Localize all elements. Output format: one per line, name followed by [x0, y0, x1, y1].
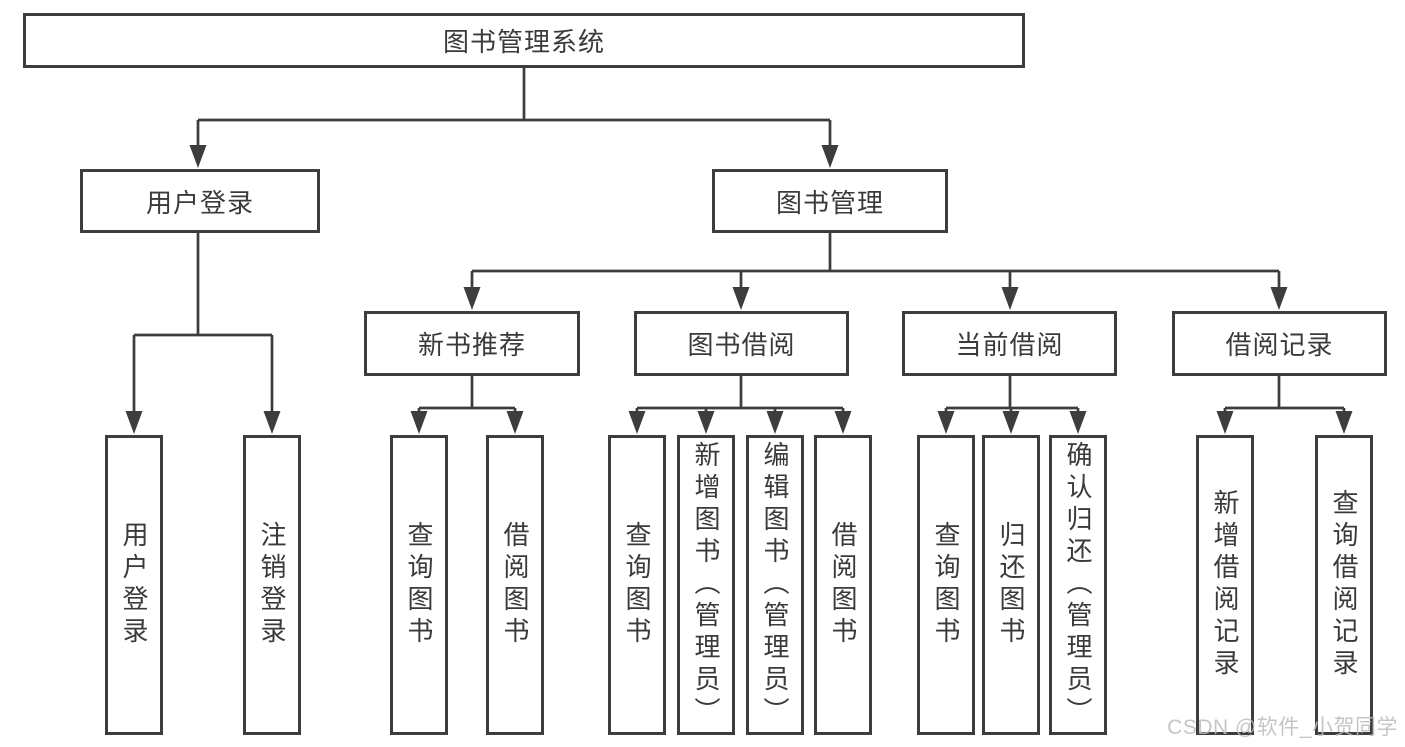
leaf-query-books-recommend-label: 查询图书	[404, 521, 434, 649]
leaf-add-book-admin-label: 新增图书（管理员）	[691, 441, 721, 729]
node-root-label: 图书管理系统	[442, 27, 605, 57]
leaf-borrow-books-borrowing-label: 借阅图书	[828, 521, 858, 649]
leaf-add-book-admin: 新增图书（管理员）	[677, 435, 735, 735]
node-borrowing-records: 借阅记录	[1172, 311, 1387, 376]
node-user-login: 用户登录	[80, 169, 320, 233]
node-book-management-label: 图书管理	[775, 187, 884, 218]
leaf-borrow-books-borrowing: 借阅图书	[814, 435, 872, 735]
node-user-login-label: 用户登录	[145, 187, 254, 218]
csdn-watermark: CSDN @软件_小贺同学	[1167, 716, 1398, 739]
leaf-query-books-recommend: 查询图书	[390, 435, 448, 735]
leaf-query-books-current-label: 查询图书	[931, 521, 961, 649]
leaf-query-books-borrowing-label: 查询图书	[622, 521, 652, 649]
leaf-borrow-books-recommend: 借阅图书	[486, 435, 544, 735]
leaf-query-borrow-record: 查询借阅记录	[1315, 435, 1373, 735]
leaf-add-borrow-record-label: 新增借阅记录	[1210, 489, 1240, 681]
leaf-confirm-return-admin-label: 确认归还（管理员）	[1063, 441, 1093, 729]
node-book-borrowing-label: 图书借阅	[687, 330, 796, 360]
node-book-management: 图书管理	[712, 169, 948, 233]
leaf-borrow-books-recommend-label: 借阅图书	[500, 521, 530, 649]
leaf-query-books-borrowing: 查询图书	[608, 435, 666, 735]
leaf-query-borrow-record-label: 查询借阅记录	[1329, 489, 1359, 681]
leaf-logout-label: 注销登录	[257, 521, 287, 649]
node-root-system: 图书管理系统	[23, 13, 1025, 68]
node-new-book-recommend: 新书推荐	[364, 311, 580, 376]
leaf-edit-book-admin: 编辑图书（管理员）	[746, 435, 804, 735]
leaf-logout: 注销登录	[243, 435, 301, 735]
leaf-query-books-current: 查询图书	[917, 435, 975, 735]
leaf-add-borrow-record: 新增借阅记录	[1196, 435, 1254, 735]
node-current-borrowing: 当前借阅	[902, 311, 1117, 376]
leaf-confirm-return-admin: 确认归还（管理员）	[1049, 435, 1107, 735]
node-book-borrowing: 图书借阅	[634, 311, 849, 376]
node-new-book-recommend-label: 新书推荐	[417, 330, 526, 360]
leaf-user-login: 用户登录	[105, 435, 163, 735]
leaf-return-books-label: 归还图书	[996, 521, 1026, 649]
leaf-return-books: 归还图书	[982, 435, 1040, 735]
node-borrowing-records-label: 借阅记录	[1225, 330, 1334, 360]
node-current-borrowing-label: 当前借阅	[955, 330, 1064, 360]
leaf-user-login-label: 用户登录	[119, 521, 149, 649]
leaf-edit-book-admin-label: 编辑图书（管理员）	[760, 441, 790, 729]
